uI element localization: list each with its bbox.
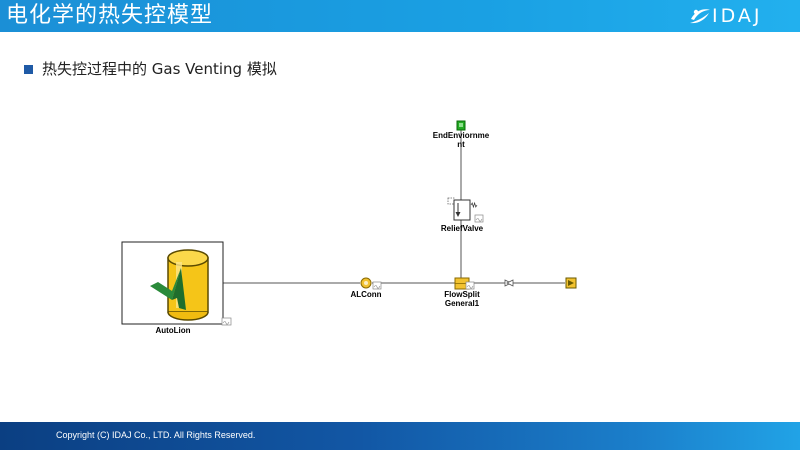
outlet-end-node[interactable] (565, 277, 577, 289)
copyright-text: Copyright (C) IDAJ Co., LTD. All Rights … (56, 430, 256, 440)
end-environment-node[interactable] (456, 120, 466, 131)
header-bar: 电化学的热失控模型 IDAJ (0, 0, 800, 32)
logo-text: IDAJ (712, 5, 763, 27)
end-environment-label-line1: EndEnviornme (432, 131, 490, 140)
end-environment-label: EndEnviornme nt (430, 131, 492, 149)
autolion-label: AutoLion (155, 326, 191, 335)
bullet-text: 热失控过程中的 Gas Venting 模拟 (42, 60, 277, 78)
bullet-square-icon (24, 65, 33, 74)
flowsplit-node[interactable] (454, 277, 475, 290)
end-environment-label-line2: nt (457, 140, 465, 149)
gt-model-canvas (121, 120, 577, 326)
flowsplit-label: FlowSplit General1 (436, 290, 488, 308)
relief-valve-label: ReliefValve (440, 224, 484, 233)
page-title: 电化学的热失控模型 (6, 3, 214, 28)
alconn-label: ALConn (350, 290, 382, 299)
flowsplit-label-line1: FlowSplit (444, 290, 480, 299)
footer-bar: Copyright (C) IDAJ Co., LTD. All Rights … (0, 422, 800, 450)
relief-valve-node[interactable] (447, 197, 484, 223)
flowsplit-label-line2: General1 (444, 299, 480, 308)
autolion-node[interactable] (121, 241, 232, 326)
alconn-node[interactable] (360, 277, 382, 290)
idaj-swoosh-icon (690, 9, 710, 24)
idaj-logo: IDAJ (688, 4, 796, 28)
orifice-node[interactable] (504, 279, 514, 287)
